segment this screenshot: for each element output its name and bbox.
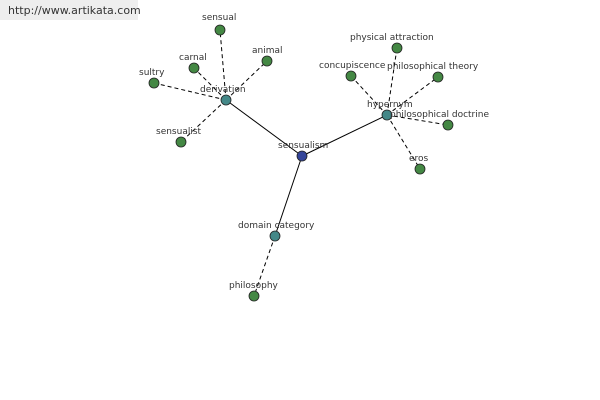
watermark-url[interactable]: http://www.artikata.com bbox=[8, 4, 141, 17]
leaf-node-carnal[interactable] bbox=[188, 62, 200, 74]
relation-edge-derivation bbox=[225, 99, 303, 157]
leaf-edge-sultry bbox=[153, 82, 227, 101]
leaf-node-concupiscence[interactable] bbox=[345, 70, 357, 82]
leaf-label-carnal[interactable]: carnal bbox=[179, 53, 207, 63]
leaf-label-animal[interactable]: animal bbox=[252, 46, 283, 56]
leaf-label-eros[interactable]: eros bbox=[409, 154, 429, 164]
leaf-label-philosophy[interactable]: philosophy bbox=[229, 281, 279, 291]
leaf-node-physical-attraction[interactable] bbox=[391, 42, 403, 54]
leaf-edge-physical-attraction bbox=[386, 47, 398, 116]
relation-edge-domain-category bbox=[274, 155, 303, 237]
leaf-node-philosophy[interactable] bbox=[248, 290, 260, 302]
leaf-label-sensual[interactable]: sensual bbox=[202, 13, 236, 23]
leaf-label-concupiscence[interactable]: concupiscence bbox=[319, 61, 386, 71]
leaf-edge-carnal bbox=[193, 67, 227, 101]
center-node[interactable] bbox=[296, 150, 308, 162]
leaf-node-sensual[interactable] bbox=[214, 24, 226, 36]
leaf-edge-eros bbox=[386, 114, 421, 170]
leaf-label-physical-attraction[interactable]: physical attraction bbox=[350, 33, 434, 43]
relation-label-domain-category[interactable]: domain category bbox=[238, 221, 315, 231]
center-node-label[interactable]: sensualism bbox=[278, 141, 328, 151]
leaf-node-philosophical-doctrine[interactable] bbox=[442, 119, 454, 131]
relation-edge-hypernym bbox=[301, 114, 388, 157]
leaf-edge-philosophy bbox=[253, 235, 276, 297]
leaf-edge-philosophical-theory bbox=[386, 76, 439, 116]
leaf-edge-sensual bbox=[219, 29, 227, 101]
leaf-node-sensualist[interactable] bbox=[175, 136, 187, 148]
leaf-label-philosophical-theory[interactable]: philosophical theory bbox=[387, 62, 479, 72]
leaf-edge-concupiscence bbox=[350, 75, 388, 116]
leaf-node-sultry[interactable] bbox=[148, 77, 160, 89]
leaf-edge-animal bbox=[225, 60, 268, 101]
relation-node-derivation[interactable] bbox=[220, 94, 232, 106]
leaf-node-eros[interactable] bbox=[414, 163, 426, 175]
leaf-label-sensualist[interactable]: sensualist bbox=[156, 127, 202, 137]
leaf-edge-sensualist bbox=[180, 99, 227, 143]
relation-node-domain-category[interactable] bbox=[269, 230, 281, 242]
relation-label-hypernym[interactable]: hypernym bbox=[367, 100, 413, 110]
leaf-label-philosophical-doctrine[interactable]: philosophical doctrine bbox=[390, 110, 489, 120]
leaf-node-philosophical-theory[interactable] bbox=[432, 71, 444, 83]
leaf-label-sultry[interactable]: sultry bbox=[139, 68, 165, 78]
watermark-banner: http://www.artikata.com bbox=[0, 0, 141, 20]
leaf-node-animal[interactable] bbox=[261, 55, 273, 67]
relation-node-hypernym[interactable] bbox=[381, 109, 393, 121]
relation-label-derivation[interactable]: derivation bbox=[200, 85, 246, 95]
leaf-edge-philosophical-doctrine bbox=[386, 114, 449, 126]
